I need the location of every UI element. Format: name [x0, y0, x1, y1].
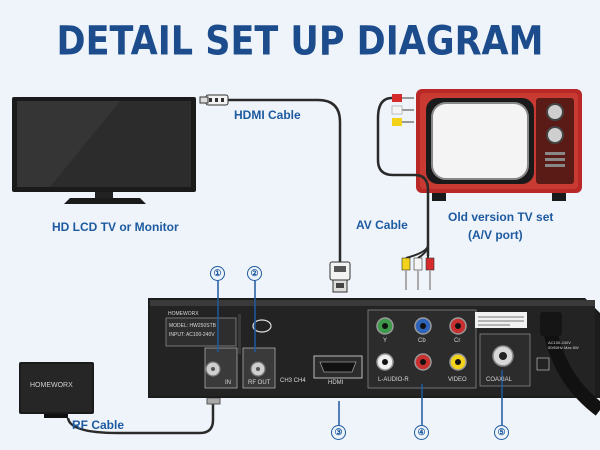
antenna-brand-text: HOMEWORX	[30, 382, 73, 389]
marker-2: ②	[247, 266, 262, 281]
port-coaxial-label: COAXIAL	[486, 377, 513, 383]
device-input: INPUT: AC100-240V	[169, 332, 215, 338]
hdmi-cable	[199, 94, 351, 293]
port-in-label: IN	[225, 380, 231, 386]
diagram-title: DETAIL SET UP DIAGRAM	[56, 19, 544, 65]
port-cb-label: Cb	[418, 338, 426, 344]
callout-lines	[217, 281, 503, 425]
marker-1: ①	[210, 266, 225, 281]
port-cr-label: Cr	[454, 338, 461, 344]
port-hdmi-label: HDMI	[328, 380, 344, 386]
hdmi-cable-label: HDMI Cable	[234, 108, 301, 122]
rf-cable-label: RF Cable	[72, 418, 125, 432]
hd-tv-illustration	[12, 97, 196, 204]
marker-5: ⑤	[494, 425, 509, 440]
av-cable	[376, 94, 435, 290]
channel-switch-label: CH3 CH4	[280, 378, 306, 384]
set-top-box	[148, 298, 600, 416]
av-cable-label: AV Cable	[356, 218, 408, 232]
old-tv-label-line1: Old version TV set	[448, 210, 554, 224]
antenna-illustration	[19, 362, 94, 418]
old-tv-illustration	[416, 89, 582, 201]
hd-tv-label: HD LCD TV or Monitor	[52, 220, 179, 234]
old-tv-label-line2: (A/V port)	[468, 228, 523, 242]
marker-3: ③	[331, 425, 346, 440]
power-rating-label: AC100-240V 50/60Hz Max 8W	[548, 340, 579, 350]
port-y-label: Y	[383, 338, 388, 344]
marker-4: ④	[414, 425, 429, 440]
port-audio-label: L-AUDIO-R	[378, 377, 409, 383]
device-model: MODEL: HW250STB	[169, 323, 216, 329]
device-brand: HOMEWORX	[168, 311, 199, 317]
port-rf-out-label: RF OUT	[248, 380, 271, 386]
port-video-label: VIDEO	[448, 377, 467, 383]
